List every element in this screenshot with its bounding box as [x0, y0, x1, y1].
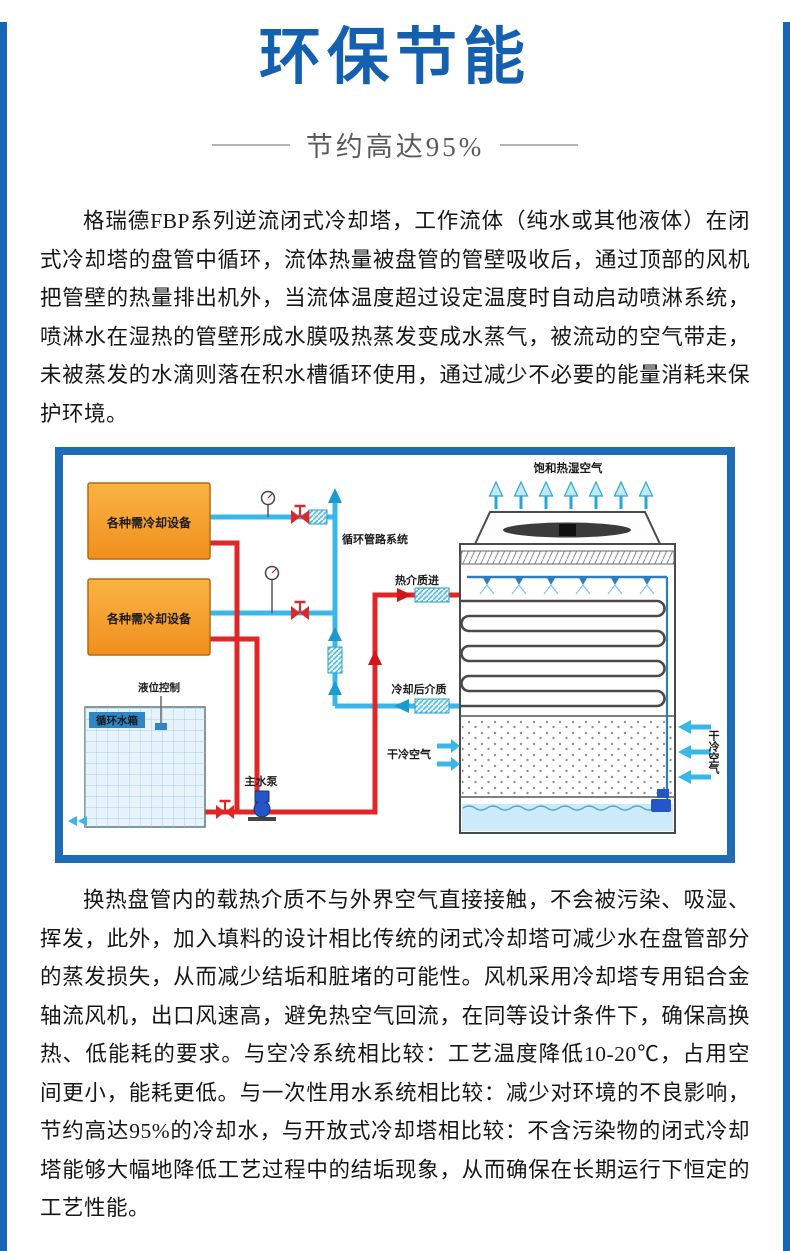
flow-arrows — [328, 488, 412, 714]
page-title: 环保节能 — [258, 23, 531, 92]
coil-serpentine — [460, 599, 666, 708]
page-right-border — [783, 22, 790, 1251]
overflow-arrow-icon — [68, 816, 77, 827]
valve-2 — [291, 601, 309, 621]
water-surface — [462, 805, 668, 812]
detail-paragraph: 换热盘管内的载热介质不与外界空气直接接触，不会被污染、吸湿、挥发，此外，加入填料… — [40, 888, 750, 1221]
equipment-box-1: 各种需冷却设备 — [87, 482, 211, 561]
tank-label-tag — [89, 712, 145, 729]
fan-motor — [559, 524, 576, 537]
subtitle-text: 节约高达95% — [305, 132, 485, 163]
hot-medium-in-label: 热介质进 — [395, 573, 439, 587]
cooled-medium-label: 冷却后介质 — [392, 682, 447, 696]
dry-air-arrows-right — [678, 720, 711, 785]
valve-3 — [216, 800, 234, 820]
pressure-gauge-1 — [260, 491, 276, 518]
equipment-box-2-label: 各种需冷却设备 — [106, 611, 192, 626]
intro-paragraph: 格瑞德FBP系列逆流闭式冷却塔，工作流体（纯水或其他液体）在闭式冷却塔的盘管中循… — [40, 209, 750, 426]
equipment-box-1-label: 各种需冷却设备 — [106, 515, 192, 530]
page-left-border — [0, 22, 7, 1251]
dry-air-arrows-left — [437, 739, 460, 772]
subtitle-left-line — [211, 143, 290, 146]
exhaust-air-arrows — [488, 480, 654, 510]
circulation-water-tank: 循环水箱 液位控制 — [68, 681, 206, 829]
pressure-gauge-2 — [264, 566, 280, 614]
circulation-system-label: 循环管路系统 — [342, 532, 408, 546]
main-pump: 主水泵 — [245, 774, 278, 822]
spray-nozzles — [479, 578, 655, 595]
water-tank-label: 循环水箱 — [96, 714, 138, 727]
spray-pump — [651, 577, 671, 813]
drift-eliminator — [460, 550, 675, 565]
subtitle-right-line — [500, 143, 579, 146]
hose-connectors — [308, 509, 450, 714]
overflow-arrow-icon — [78, 816, 87, 827]
subtitle: 节约高达95% — [0, 125, 790, 164]
diagram-canvas: 各种需冷却设备 各种需冷却设备 循环水箱 液位控制 主水泵 — [68, 461, 721, 835]
cooling-system-diagram: 各种需冷却设备 各种需冷却设备 循环水箱 液位控制 主水泵 — [55, 447, 735, 864]
main-pump-label: 主水泵 — [245, 774, 278, 788]
cooling-tower: 饱和热湿空气 — [459, 461, 676, 835]
level-float — [155, 723, 167, 731]
equipment-box-2: 各种需冷却设备 — [87, 578, 211, 657]
fill-media — [462, 718, 673, 796]
valve-1 — [291, 505, 309, 525]
level-control-label: 液位控制 — [138, 681, 180, 694]
cold-water-pipes — [210, 503, 460, 709]
water-basin — [462, 804, 673, 832]
dry-air-label-right: 干冷空气 — [707, 730, 721, 775]
dry-air-label-left: 干冷空气 — [387, 747, 431, 761]
saturated-air-label: 饱和热湿空气 — [534, 461, 603, 475]
